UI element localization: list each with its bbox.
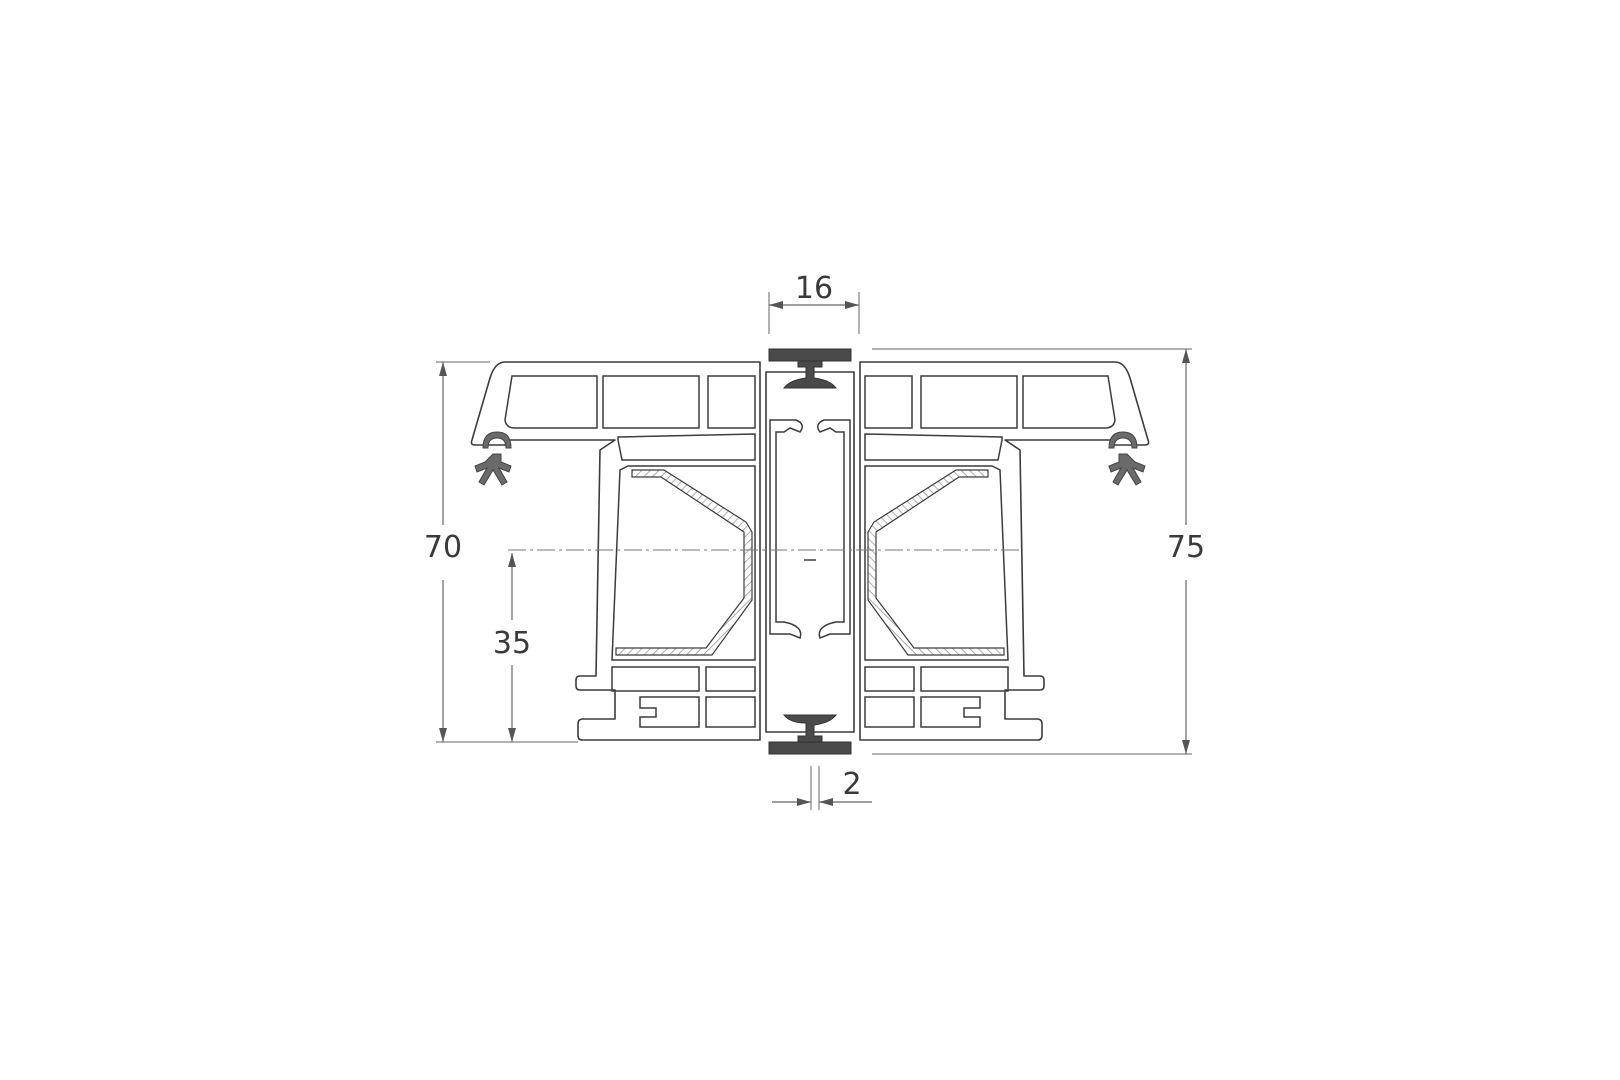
- bottom-gasket: [768, 714, 852, 755]
- dimension-16-label: 16: [795, 271, 833, 306]
- top-gasket: [768, 348, 852, 389]
- dimension-2: [772, 766, 872, 810]
- central-coupler: [765, 371, 855, 733]
- left-steel-reinforcement: [615, 469, 753, 656]
- left-frame-profile: [470, 361, 761, 741]
- dimension-75: [872, 348, 1192, 755]
- right-frame-profile: [859, 361, 1150, 741]
- dimension-35: [508, 553, 516, 742]
- dimension-70-label: 70: [424, 530, 462, 565]
- dimension-75-label: 75: [1167, 530, 1205, 565]
- dimension-35-label: 35: [493, 626, 531, 661]
- dimension-16: [768, 292, 860, 334]
- dimension-2-label: 2: [842, 767, 861, 802]
- dimension-70: [436, 361, 578, 743]
